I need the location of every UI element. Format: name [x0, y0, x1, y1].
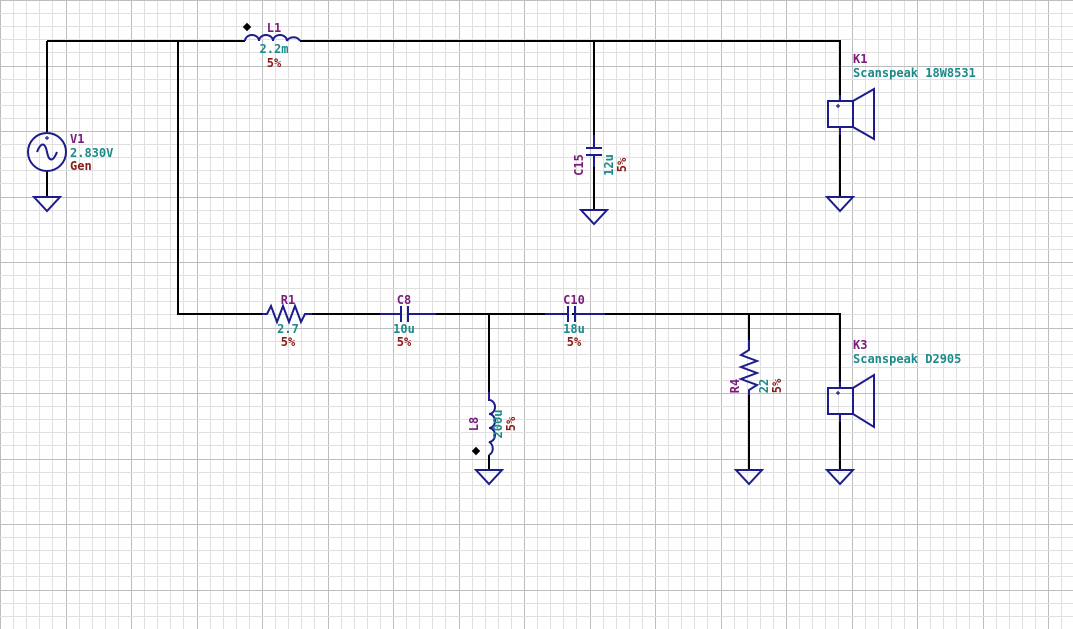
l8-ref: L8: [467, 417, 481, 431]
ground-icon: [578, 209, 610, 226]
resistor-r4[interactable]: [738, 340, 760, 395]
grounds: [31, 196, 856, 486]
v1-ref: V1: [70, 132, 84, 146]
speaker-icon: [827, 100, 854, 128]
k1-model: Scanspeak 18W8531: [853, 66, 976, 80]
r1-tolerance: 5%: [281, 335, 296, 349]
ground-icon: [824, 196, 856, 213]
c10-value: 18u: [563, 322, 585, 336]
speaker-icon: [827, 387, 854, 415]
c8-value: 10u: [393, 322, 415, 336]
polarity-dot-icon: [471, 446, 481, 456]
k1-ref: K1: [853, 52, 867, 66]
r1-ref: R1: [281, 293, 295, 307]
c15-ref: C15: [572, 154, 586, 176]
c8-ref: C8: [397, 293, 411, 307]
wire[interactable]: [177, 41, 262, 315]
l1-value: 2.2m: [260, 42, 289, 56]
v1-value: 2.830V: [70, 146, 113, 160]
c15-value: 12u: [602, 154, 616, 176]
ground-icon: [31, 196, 63, 213]
resistor-r1[interactable]: [262, 303, 312, 325]
k3-model: Scanspeak D2905: [853, 352, 961, 366]
l8-value: 200u: [491, 410, 505, 439]
speaker-k1[interactable]: [827, 87, 875, 141]
ac-source-icon: [27, 132, 67, 172]
wire[interactable]: [300, 40, 841, 95]
c10-ref: C10: [563, 293, 585, 307]
wire[interactable]: [572, 313, 841, 382]
capacitor-c8[interactable]: [380, 306, 436, 322]
l8-tolerance: 5%: [504, 416, 518, 431]
ground-icon: [733, 469, 765, 486]
capacitor-c15[interactable]: [586, 135, 602, 167]
speaker-k3[interactable]: [827, 373, 875, 429]
ground-icon: [824, 469, 856, 486]
c8-tolerance: 5%: [397, 335, 412, 349]
capacitor-c10[interactable]: [545, 306, 605, 322]
l1-tolerance: 5%: [267, 56, 282, 70]
c15-tolerance: 5%: [615, 157, 629, 172]
inductor-l8[interactable]: [488, 392, 496, 456]
r1-value: 2.7: [277, 322, 299, 336]
r4-value: 22: [757, 379, 771, 393]
r4-tolerance: 5%: [770, 378, 784, 393]
l1-ref: L1: [267, 21, 281, 35]
wires: [46, 40, 841, 470]
inductor-l1[interactable]: [244, 34, 301, 42]
labels: V1 2.830V Gen L1 2.2m 5% K1 Scanspeak 18…: [70, 21, 976, 438]
r4-ref: R4: [728, 379, 742, 393]
k3-ref: K3: [853, 338, 867, 352]
v1-extra: Gen: [70, 159, 92, 173]
ground-icon: [473, 469, 505, 486]
c10-tolerance: 5%: [567, 335, 582, 349]
source-v1[interactable]: [27, 132, 67, 172]
